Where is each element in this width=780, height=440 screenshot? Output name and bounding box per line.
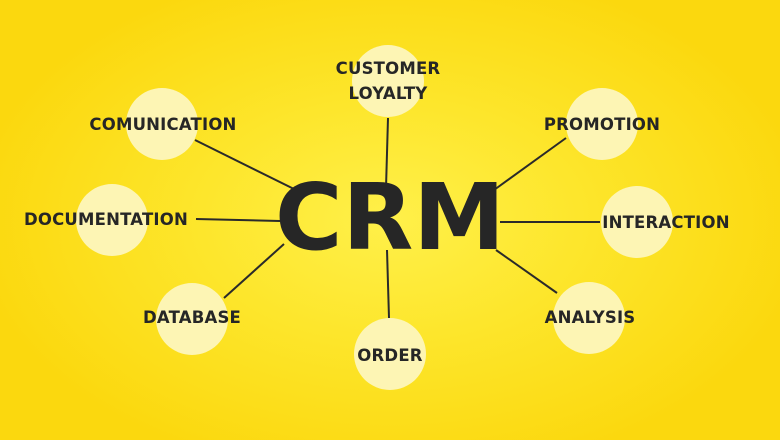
label-documentation: DOCUMENTATION xyxy=(23,210,189,229)
label-database: DATABASE xyxy=(142,308,242,327)
label-comunication: COMUNICATION xyxy=(89,115,237,134)
label-customer-loyalty: CUSTOMER LOYALTY xyxy=(318,56,458,106)
connector-documentation xyxy=(195,218,281,222)
bubble-comunication xyxy=(126,88,198,160)
bubble-analysis xyxy=(553,282,625,354)
bubble-database xyxy=(156,283,228,355)
label-customer-loyalty-line2: LOYALTY xyxy=(348,84,428,103)
center-title: CRM xyxy=(275,164,505,271)
label-promotion: PROMOTION xyxy=(543,115,661,134)
connector-customer-loyalty xyxy=(385,117,389,189)
bubble-interaction xyxy=(601,186,673,258)
connector-database xyxy=(223,243,285,299)
label-order: ORDER xyxy=(357,346,423,365)
connector-order xyxy=(386,249,390,319)
label-analysis: ANALYSIS xyxy=(544,308,636,327)
bubble-customer-loyalty xyxy=(352,45,424,117)
label-interaction: INTERACTION xyxy=(602,213,730,232)
connector-comunication xyxy=(194,139,297,191)
bubble-documentation xyxy=(76,184,148,256)
label-customer-loyalty-line1: CUSTOMER xyxy=(335,59,441,78)
connector-promotion xyxy=(493,137,567,191)
bubble-promotion xyxy=(566,88,638,160)
connector-analysis xyxy=(495,249,558,294)
bubble-order xyxy=(354,318,426,390)
